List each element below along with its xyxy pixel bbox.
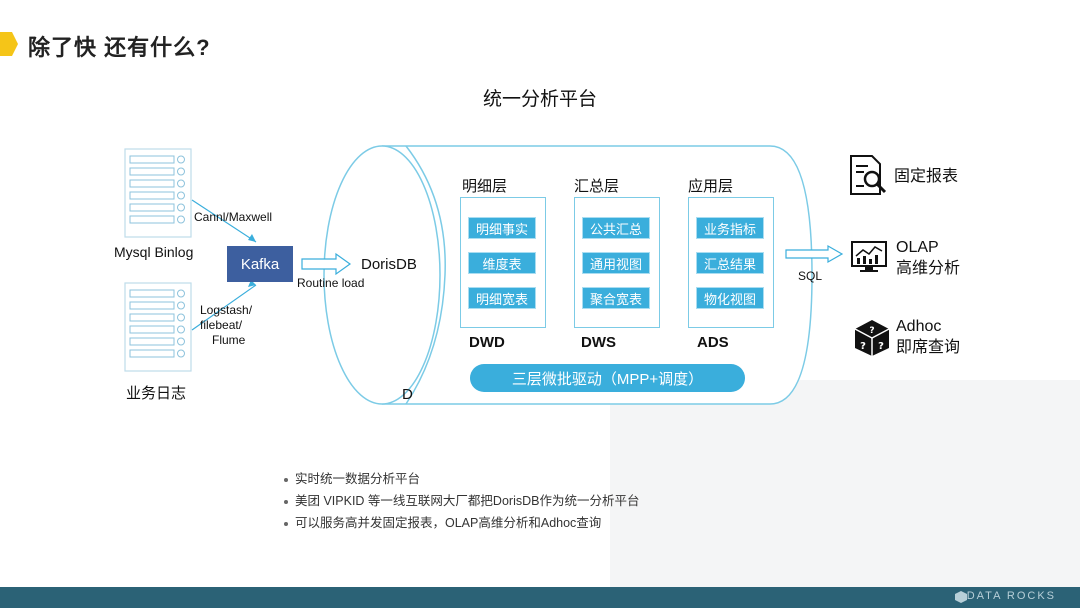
layer-box: 维度表 [468,252,536,274]
svg-text:?: ? [860,341,866,352]
bullet-item: 美团 VIPKID 等一线互联网大厂都把DorisDB作为统一分析平台 [284,490,639,512]
layer-foot-ads: ADS [697,334,729,351]
svg-text:?: ? [869,326,874,336]
doris-cut-letter: D [402,386,413,403]
adhoc-label: Adhoc 即席查询 [896,318,961,356]
layer-column-dws: 公共汇总 通用视图 聚合宽表 [574,197,660,328]
report-document-icon [850,155,887,195]
sql-label: SQL [798,269,823,283]
layer-box: 业务指标 [696,217,764,239]
layer-box: 明细宽表 [468,287,536,309]
brand-logo-icon [955,591,967,603]
layer-box: 明细事实 [468,217,536,239]
background-panel [610,380,1080,587]
bullet-list: 实时统一数据分析平台 美团 VIPKID 等一线互联网大厂都把DorisDB作为… [284,468,639,534]
bullet-item: 可以服务高并发固定报表，OLAP高维分析和Adhoc查询 [284,512,639,534]
fixed-report-label: 固定报表 [894,168,959,185]
olap-monitor-icon [851,241,887,272]
business-log-label: 业务日志 [126,385,187,402]
layer-box: 物化视图 [696,287,764,309]
routine-load-label: Routine load [297,276,365,290]
mysql-binlog-label: Mysql Binlog [114,244,194,260]
footer-bar [0,587,1080,608]
layer-box: 汇总结果 [696,252,764,274]
layer-head-dws: 汇总层 [574,178,620,195]
layer-column-dwd: 明细事实 维度表 明细宽表 [460,197,546,328]
title-accent-mark [0,32,18,56]
adhoc-cube-icon: ? ? ? [854,320,890,356]
mysql-document-icon [124,148,192,238]
olap-label: OLAP 高维分析 [896,239,961,277]
layer-foot-dwd: DWD [469,334,505,351]
bullet-item: 实时统一数据分析平台 [284,468,639,490]
layer-box: 公共汇总 [582,217,650,239]
svg-text:?: ? [878,341,884,352]
layer-box: 聚合宽表 [582,287,650,309]
layer-head-ads: 应用层 [688,178,734,195]
mysql-connector-label: Cannl/Maxwell [194,210,273,224]
micro-batch-banner: 三层微批驱动（MPP+调度） [470,364,745,392]
layer-head-dwd: 明细层 [462,178,508,195]
diagram-title: 统一分析平台 [482,89,597,110]
page-title: 除了快 还有什么? [28,35,211,60]
layer-foot-dws: DWS [581,334,616,351]
layer-box: 通用视图 [582,252,650,274]
log-connector-label: Logstash/ filebeat/ Flume [200,303,253,347]
log-document-icon [124,282,192,372]
footer-brand: DATA ROCKS [966,590,1056,602]
dorisdb-label: DorisDB [361,256,417,273]
layer-column-ads: 业务指标 汇总结果 物化视图 [688,197,774,328]
kafka-box: Kafka [227,246,293,282]
